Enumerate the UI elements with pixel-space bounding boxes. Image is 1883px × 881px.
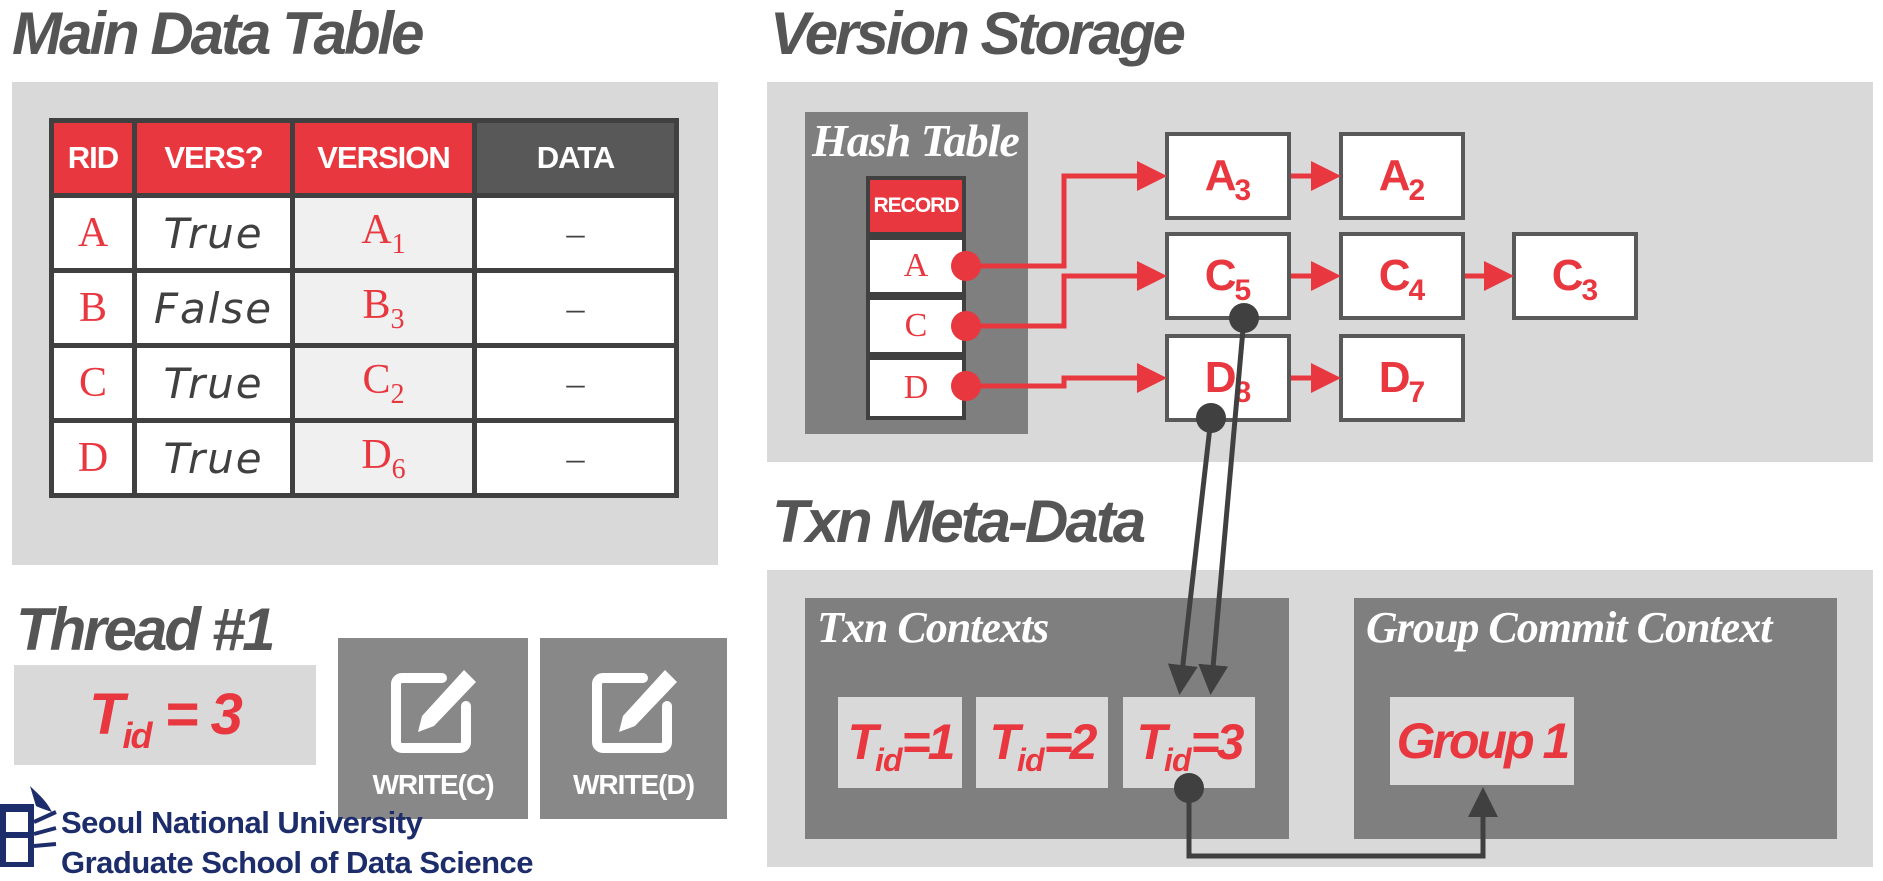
record-header: RECORD	[866, 176, 966, 236]
group-commit-item: Group 1	[1390, 697, 1574, 785]
rid-cell: C	[49, 343, 137, 423]
vers-cell: False	[132, 268, 295, 348]
version-storage-heading: Version Storage	[770, 0, 1186, 67]
table-row: C True C2 –	[49, 343, 679, 423]
hash-record-d: D	[866, 356, 966, 420]
hash-record-a: A	[866, 236, 966, 296]
txn-contexts-title: Txn Contexts	[817, 603, 1049, 652]
version-node-a2: A2	[1339, 132, 1465, 220]
version-node-c5: C5	[1165, 232, 1291, 320]
rid-cell: A	[49, 193, 137, 273]
version-cell: C2	[290, 343, 477, 423]
thread-heading: Thread #1	[16, 596, 275, 663]
version-node-d7: D7	[1339, 334, 1465, 422]
data-cell: –	[472, 268, 679, 348]
data-cell: –	[472, 193, 679, 273]
table-row: D True D6 –	[49, 418, 679, 498]
data-cell: –	[472, 343, 679, 423]
table-row: B False B3 –	[49, 268, 679, 348]
version-node-a3: A3	[1165, 132, 1291, 220]
thread-tid-box	[14, 665, 316, 765]
column-header-version: VERSION	[290, 118, 477, 198]
version-node-c4: C4	[1339, 232, 1465, 320]
version-cell: B3	[290, 268, 477, 348]
group-commit-title: Group Commit Context	[1366, 603, 1772, 652]
rid-cell: D	[49, 418, 137, 498]
version-cell: A1	[290, 193, 477, 273]
university-name: Seoul National University	[61, 805, 423, 840]
write-d-operation: WRITE(D)	[540, 638, 727, 819]
table-row: A True A1 –	[49, 193, 679, 273]
hash-pointers	[966, 161, 1514, 393]
main-table-heading: Main Data Table	[12, 0, 425, 67]
write-d-label: WRITE(D)	[572, 769, 695, 800]
txn-pointers	[1167, 317, 1498, 859]
vers-cell: True	[132, 193, 295, 273]
vers-cell: True	[132, 343, 295, 423]
txn-context-2: Tid=2	[976, 697, 1108, 788]
hash-record-c: C	[866, 296, 966, 356]
table-header-row: RID VERS? VERSION DATA	[49, 118, 679, 198]
university-logo	[0, 786, 57, 867]
column-header-rid: RID	[49, 118, 137, 198]
edit-icon	[592, 670, 677, 753]
txn-context-1: Tid=1	[838, 697, 962, 788]
version-cell: D6	[290, 418, 477, 498]
write-c-label: WRITE(C)	[372, 769, 494, 800]
main-data-table: RID VERS? VERSION DATA A True A1 – B Fal…	[49, 118, 679, 498]
hash-table-title: Hash Table	[812, 115, 1020, 166]
thread-tid-label: Tid = 3	[89, 682, 243, 756]
hash-pointer-dots	[951, 251, 981, 401]
txn-pointer-dots	[1174, 303, 1259, 803]
write-c-operation: WRITE(C)	[338, 638, 528, 819]
txn-meta-heading: Txn Meta-Data	[772, 488, 1146, 555]
txn-context-3: Tid=3	[1123, 697, 1255, 788]
rid-cell: B	[49, 268, 137, 348]
column-header-vers: VERS?	[132, 118, 295, 198]
version-node-c3: C3	[1512, 232, 1638, 320]
vers-cell: True	[132, 418, 295, 498]
edit-icon	[391, 670, 476, 753]
column-header-data: DATA	[472, 118, 679, 198]
data-cell: –	[472, 418, 679, 498]
